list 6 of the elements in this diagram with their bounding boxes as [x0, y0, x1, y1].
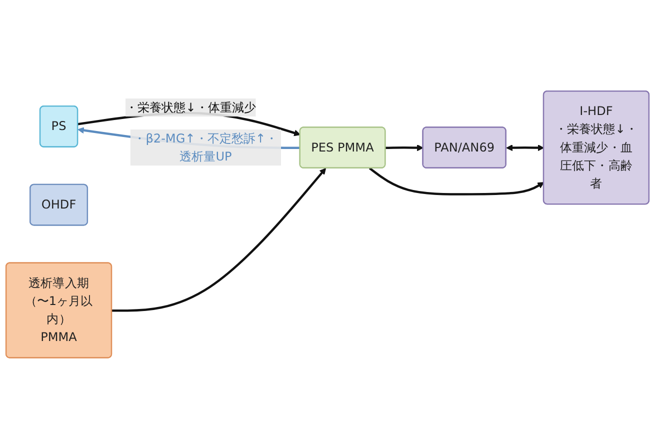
edge-label: ・栄養状態↓・体重減少 [125, 100, 256, 114]
edge-label: ・β2-MG↑・不定愁訴↑・透析量UP [134, 130, 278, 163]
arrow [506, 144, 544, 151]
arrow [386, 144, 424, 151]
arrow [368, 166, 544, 195]
arrow [112, 168, 326, 312]
